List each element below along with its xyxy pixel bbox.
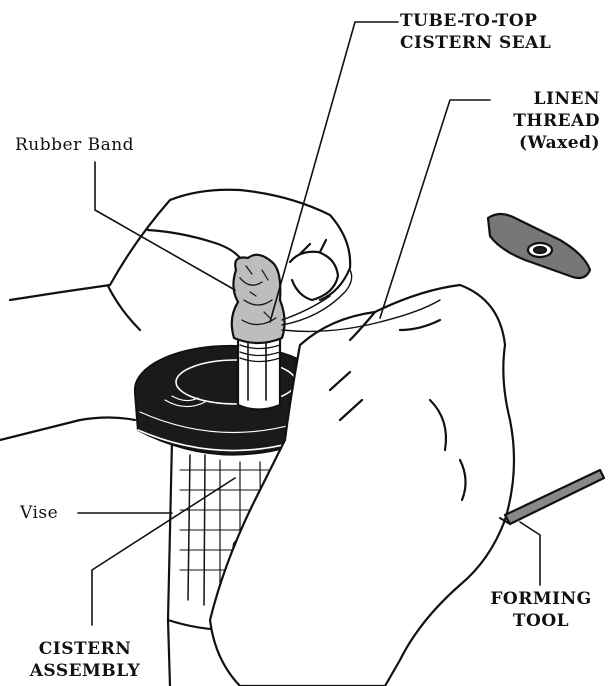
label-forming-tool-line1: FORMING	[476, 588, 606, 610]
label-cistern-assembly: CISTERN ASSEMBLY	[10, 638, 160, 682]
label-linen-thread: LINEN THREAD (Waxed)	[490, 88, 600, 154]
label-linen-thread-line2: THREAD	[490, 110, 600, 132]
label-tube-seal: TUBE-TO-TOP CISTERN SEAL	[400, 10, 551, 54]
forming-tool-piece	[488, 214, 590, 278]
label-vise: Vise	[20, 502, 58, 524]
label-linen-thread-line1: LINEN	[490, 88, 600, 110]
forming-tool-handle	[500, 470, 604, 524]
label-cistern-assembly-line1: CISTERN	[10, 638, 160, 660]
label-rubber-band: Rubber Band	[15, 134, 134, 156]
label-forming-tool: FORMING TOOL	[476, 588, 606, 632]
label-linen-thread-line3: (Waxed)	[490, 132, 600, 154]
label-cistern-assembly-line2: ASSEMBLY	[10, 660, 160, 682]
label-tube-seal-line2: CISTERN SEAL	[400, 32, 551, 54]
label-forming-tool-line2: TOOL	[476, 610, 606, 632]
label-tube-seal-line1: TUBE-TO-TOP	[400, 10, 551, 32]
